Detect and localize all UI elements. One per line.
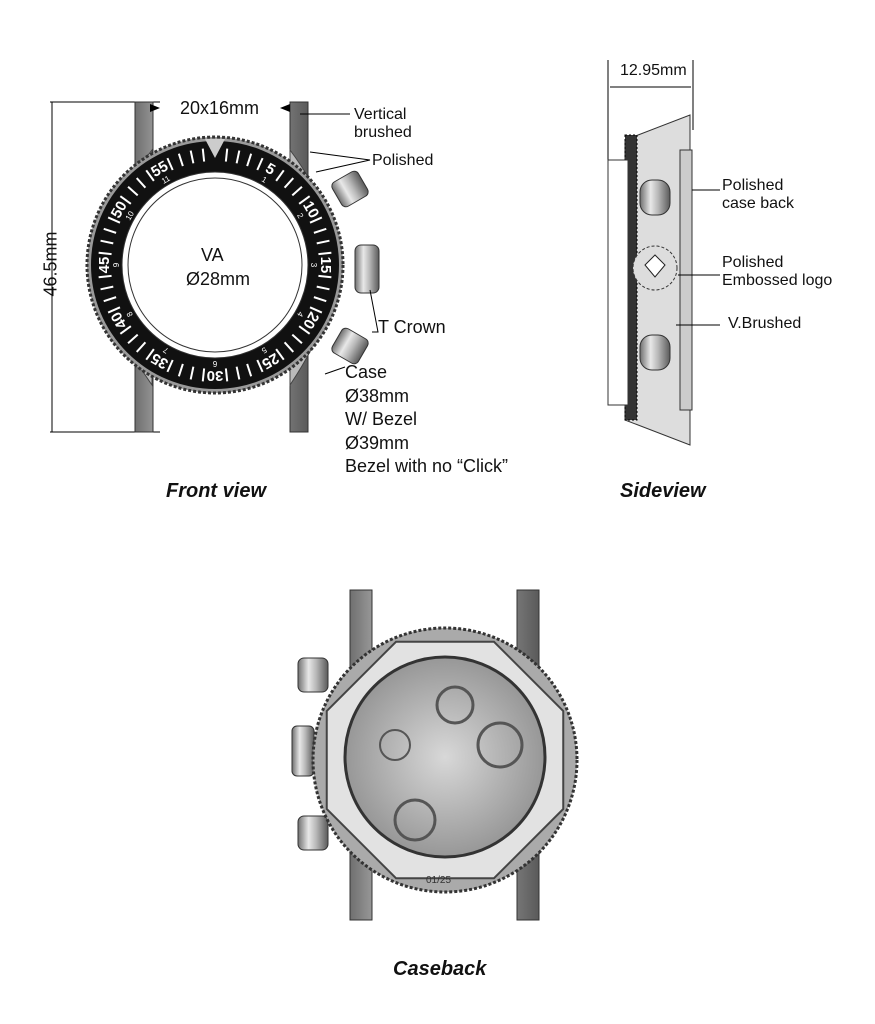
bezel-tick bbox=[127, 333, 139, 345]
bezel-tick bbox=[318, 274, 332, 279]
bezel-minute-numeral: 40 bbox=[108, 309, 131, 332]
bezel-tick bbox=[145, 348, 155, 361]
brushed-label: V.Brushed bbox=[728, 315, 802, 332]
bezel-tick bbox=[119, 325, 132, 335]
bezel-tick bbox=[166, 157, 174, 171]
bezel-minute-numeral: 15 bbox=[317, 257, 334, 274]
bezel-tick bbox=[166, 359, 174, 373]
side-view-caption: Sideview bbox=[620, 480, 706, 502]
bezel-tick bbox=[201, 148, 206, 162]
bezel-tick bbox=[283, 177, 295, 189]
bezel-tick bbox=[224, 368, 229, 382]
bezel-minute-numeral: 10 bbox=[299, 198, 322, 221]
bezel-minute-numeral: 20 bbox=[299, 309, 322, 332]
bezel-tick bbox=[235, 150, 241, 164]
bezel-tick bbox=[313, 296, 327, 303]
bezel-tick bbox=[103, 296, 117, 303]
bezel-tick bbox=[224, 148, 229, 162]
bezel-tick bbox=[275, 169, 285, 182]
bezel-hour-numeral: 1 bbox=[260, 175, 269, 185]
bezel-hour-numeral: 5 bbox=[260, 345, 269, 355]
bezel-tick bbox=[313, 227, 327, 234]
bezel-tick bbox=[135, 177, 147, 189]
lower-pusher bbox=[331, 327, 369, 365]
bezel-tick bbox=[275, 348, 285, 361]
polished-label: Polished bbox=[372, 152, 434, 169]
lug-width-label: 20x16mm bbox=[180, 98, 260, 118]
bezel-tick bbox=[127, 185, 139, 197]
bezel-tick bbox=[100, 285, 114, 291]
bezel-tick bbox=[103, 227, 117, 234]
bezel-tick bbox=[256, 157, 264, 171]
bezel-tick bbox=[107, 306, 121, 314]
caseback-watch bbox=[291, 589, 579, 921]
edition-number: 01/25 bbox=[426, 875, 452, 886]
bezel-tick bbox=[246, 153, 253, 167]
bezel-tick bbox=[98, 251, 112, 256]
bezel-triangle-marker bbox=[205, 139, 225, 158]
bezel-tick bbox=[177, 363, 184, 377]
bezel-tick bbox=[201, 368, 206, 382]
bezel-tick bbox=[246, 363, 253, 377]
thickness-label: 12.95mm bbox=[620, 62, 687, 79]
bezel-hour-numeral: 3 bbox=[309, 263, 318, 268]
bezel-minute-numeral: 25 bbox=[259, 349, 282, 372]
bezel-tick bbox=[189, 366, 195, 380]
bezel-tick bbox=[177, 153, 184, 167]
bezel-minute-numeral: 35 bbox=[148, 349, 171, 372]
bezel-tick bbox=[189, 150, 195, 164]
bezel-tick bbox=[291, 333, 303, 345]
bezel-tick bbox=[145, 169, 155, 182]
bezel-tick bbox=[318, 251, 332, 256]
bezel-minute-numeral: 45 bbox=[96, 257, 113, 274]
bezel-tick bbox=[235, 366, 241, 380]
bezel-hour-numeral: 7 bbox=[161, 345, 170, 355]
caseback-caption: Caseback bbox=[393, 958, 487, 980]
bezel-hour-numeral: 8 bbox=[125, 310, 135, 319]
bezel-tick bbox=[100, 239, 114, 245]
bezel-tick bbox=[298, 195, 311, 205]
side-view-watch bbox=[607, 60, 720, 446]
bezel-tick bbox=[98, 274, 112, 279]
bezel-hour-numeral: 4 bbox=[295, 310, 305, 319]
bezel-tick bbox=[119, 195, 132, 205]
bezel-tick bbox=[107, 216, 121, 224]
bezel-hour-numeral: 6 bbox=[212, 359, 217, 368]
bezel-minute-numeral: 55 bbox=[148, 158, 171, 181]
crown-label: T Crown bbox=[378, 317, 446, 337]
crown bbox=[354, 244, 380, 294]
bezel-tick bbox=[135, 341, 147, 353]
bezel-minute-numeral: 30 bbox=[207, 367, 224, 384]
bezel-tick bbox=[283, 341, 295, 353]
bezel-tick bbox=[291, 185, 303, 197]
height-dimension-label: 46.5mm bbox=[40, 231, 61, 297]
bezel-tick bbox=[316, 285, 330, 291]
bezel-tick bbox=[256, 359, 264, 373]
bezel-hour-numeral: 2 bbox=[295, 212, 305, 221]
upper-pusher bbox=[331, 170, 369, 208]
bezel-tick bbox=[316, 239, 330, 245]
va-diameter: Ø28mm bbox=[186, 269, 251, 289]
bezel-hour-numeral: 9 bbox=[112, 262, 121, 267]
va-label: VA bbox=[201, 245, 224, 265]
bezel-minute-numeral: 50 bbox=[108, 198, 131, 221]
bezel-tick bbox=[309, 306, 323, 314]
movement-window bbox=[343, 655, 547, 859]
front-view-caption: Front view bbox=[166, 480, 267, 502]
bezel-tick bbox=[309, 216, 323, 224]
bezel-tick bbox=[298, 325, 311, 335]
case-back-edge bbox=[679, 149, 693, 411]
